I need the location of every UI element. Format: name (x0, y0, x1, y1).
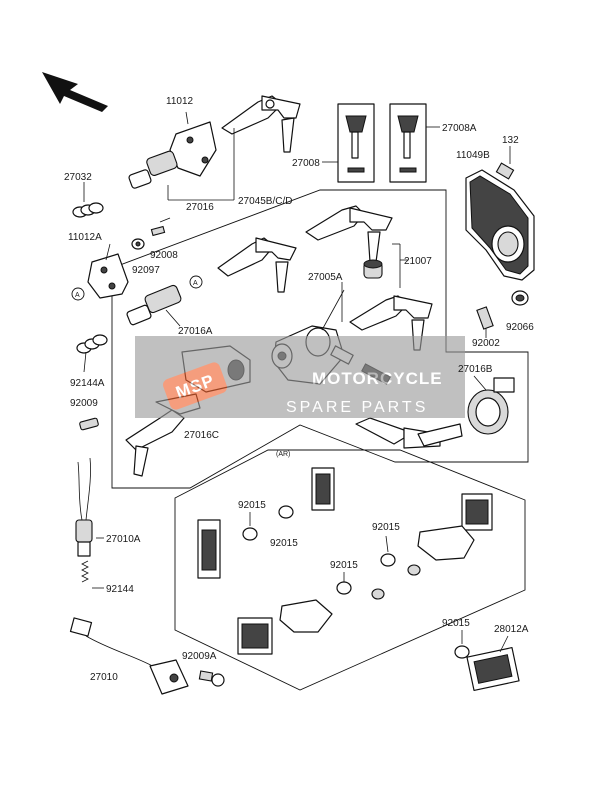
label-92008: 92008 (150, 250, 178, 261)
label-11049B: 11049B (456, 150, 490, 161)
ref-mark-a-1: A (75, 292, 80, 299)
label-27016B: 27016B (458, 364, 493, 375)
label-92015-b: 92015 (270, 538, 298, 549)
seat-lock-27016B (467, 377, 515, 435)
label-27010: 27010 (90, 672, 118, 683)
label-92015-e: 92015 (442, 618, 470, 629)
reflector-d (237, 617, 273, 655)
bracket-left (279, 599, 333, 633)
watermark-line1: MOTORCYCLE (312, 369, 443, 388)
bolt-132 (495, 162, 515, 180)
label-92144: 92144 (106, 584, 134, 595)
key-blank-27008A (389, 103, 427, 183)
bolt-92002 (476, 306, 494, 330)
screw-92009 (79, 417, 99, 431)
label-21007: 21007 (404, 256, 432, 267)
steering-lock-assy (128, 95, 301, 189)
label-92144A: 92144A (70, 378, 105, 389)
grommet-92066 (511, 290, 529, 306)
label-92009: 92009 (70, 398, 98, 409)
nuts-92015 (242, 505, 470, 659)
label-27016: 27016 (186, 202, 214, 213)
screw-92008 (150, 225, 166, 237)
label-132: 132 (502, 135, 519, 146)
switch-27010 (69, 617, 189, 695)
washer-92097 (131, 238, 145, 250)
ar-reflector-group-frame (174, 449, 526, 691)
ref-mark-a-2: A (193, 280, 198, 287)
label-92015-d: 92015 (330, 560, 358, 571)
label-92015-c: 92015 (372, 522, 400, 533)
label-28012A: 28012A (494, 624, 529, 635)
watermark-badge: MSP (163, 362, 227, 410)
spring-92144A (76, 334, 108, 354)
reflector-28012A (466, 646, 520, 692)
label-27005A: 27005A (308, 272, 343, 283)
label-27008: 27008 (292, 158, 320, 169)
label-11012: 11012 (166, 96, 194, 107)
label-92009A: 92009A (182, 651, 217, 662)
watermark: MSP MOTORCYCLE SPARE PARTS (135, 336, 465, 418)
label-27032: 27032 (64, 172, 92, 183)
ignition-group-frame (111, 189, 529, 489)
label-11012A: 11012A (68, 232, 102, 243)
spring-92144 (81, 560, 89, 583)
key-21007-a (305, 205, 393, 263)
key-27045 (217, 237, 297, 293)
switch-27010A (75, 457, 93, 557)
plate-11012A (87, 253, 129, 299)
label-92015-a: 92015 (238, 500, 266, 511)
cover-11049B (465, 169, 535, 281)
label-27008A: 27008A (442, 123, 477, 134)
cylinder-27016A (126, 284, 182, 326)
reflector-c (461, 493, 493, 531)
bracket-right (417, 525, 475, 561)
label-27016A: 27016A (178, 326, 213, 337)
spring-27032 (72, 202, 104, 218)
label-27045: 27045B/C/D (238, 196, 292, 207)
label-92002: 92002 (472, 338, 500, 349)
watermark-line2: SPARE PARTS (286, 399, 428, 416)
key-27016B (355, 417, 463, 449)
screw-92009A (198, 670, 225, 687)
front-direction-arrow-icon (42, 72, 108, 112)
label-92066: 92066 (506, 322, 534, 333)
label-92097: 92097 (132, 265, 160, 276)
label-27010A: 27010A (106, 534, 141, 545)
label-ar: (AR) (276, 451, 290, 458)
label-27016C: 27016C (184, 430, 219, 441)
reflector-a (311, 467, 335, 511)
key-blank-27008 (337, 103, 375, 183)
reflector-b (197, 519, 221, 579)
